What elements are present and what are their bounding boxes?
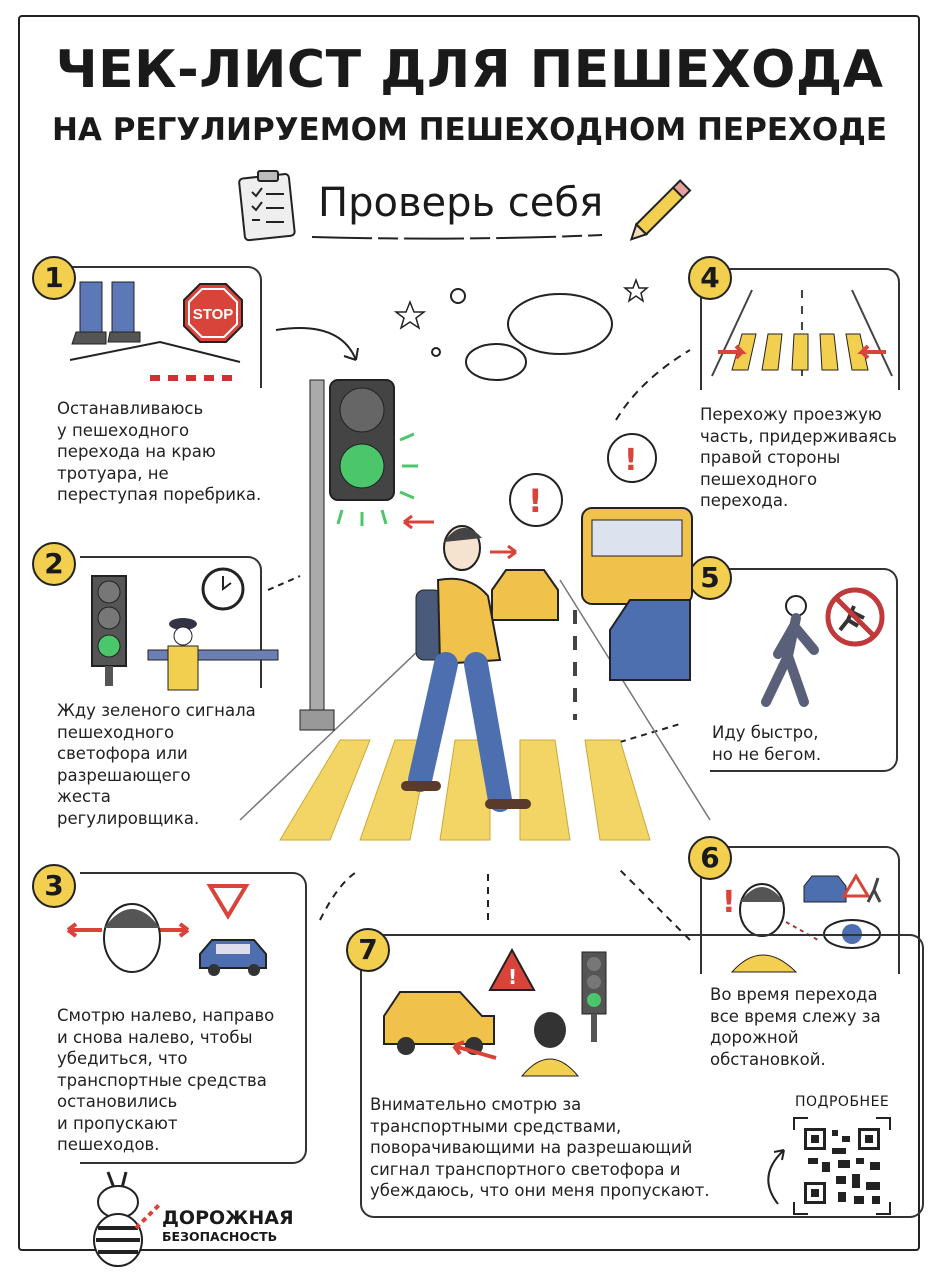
step-2-line: Жду зеленого сигнала (57, 701, 256, 720)
step-7-line: Внимательно смотрю за (370, 1095, 582, 1114)
yield-sign-icon (206, 884, 250, 920)
step-7-frame (360, 934, 924, 1218)
step-7-line: сигнал транспортного светофора и (370, 1159, 681, 1179)
step-7-badge: 7 (346, 928, 390, 972)
step-1-text: Останавливаюсь у пешеходного перехода на… (57, 398, 261, 506)
step-5-line: Иду быстро, (712, 723, 819, 742)
walking-person-illustration (761, 595, 819, 707)
step-6-line: дорожной (710, 1028, 799, 1047)
step-1-line: тротуара, не (57, 463, 169, 483)
step-3-line: и пропускают (57, 1113, 178, 1133)
step-6-badge: 6 (688, 836, 732, 880)
step-3-badge: 3 (32, 864, 76, 908)
curved-arrow-icon (767, 1149, 785, 1205)
step-3-line: пешеходов. (57, 1135, 160, 1154)
vehicle-traffic-light-icon (581, 951, 607, 1042)
tagline-underline (311, 234, 603, 240)
step-3-frame (80, 872, 307, 1164)
qr-label: ПОДРОБНЕЕ (795, 1094, 890, 1110)
step-1-frame (60, 266, 262, 388)
traffic-officer-illustration (147, 618, 279, 691)
step-6-line: обстановкой. (710, 1049, 826, 1069)
step-6-line: все время слежу за (710, 1006, 881, 1026)
step-3-line: Смотрю налево, направо (57, 1006, 275, 1025)
step-5-frame (710, 568, 898, 772)
step-6-line: Во время перехода (710, 985, 878, 1004)
car-icon (199, 939, 267, 976)
step-2-frame (80, 556, 262, 688)
step-4-badge: 4 (688, 256, 732, 300)
step-2-badge: 2 (32, 542, 76, 586)
step-7-line: транспортными средствами, (370, 1116, 622, 1136)
logo-text: ДОРОЖНАЯ БЕЗОПАСНОСТЬ (162, 1208, 294, 1245)
step-4-text: Перехожу проезжую часть, придерживаясь п… (700, 404, 897, 512)
clipboard-icon (238, 170, 296, 242)
step-1-badge: 1 (32, 256, 76, 300)
central-crossing-scene: ! ! (239, 277, 711, 941)
step-3-line: убедиться, что (57, 1049, 188, 1068)
svg-text:!: ! (722, 885, 736, 920)
step-4-line: пешеходного (700, 469, 818, 489)
step-7-text: Внимательно смотрю за транспортными сред… (370, 1094, 710, 1202)
step-5-text: Иду быстро, но не бегом. (712, 722, 821, 765)
svg-text:!: ! (528, 482, 543, 520)
poster-frame (18, 15, 920, 1251)
step-4-line: правой стороны (700, 448, 841, 467)
step-5-line: но не бегом. (712, 744, 822, 764)
step-2-text: Жду зеленого сигнала пешеходного светофо… (57, 700, 256, 829)
step-2-line: жеста (57, 787, 111, 806)
step-1-line: Останавливаюсь (57, 399, 204, 418)
qr-code[interactable] (792, 1116, 892, 1216)
step-3-text: Смотрю налево, направо и снова налево, ч… (57, 1005, 274, 1156)
step-2-line: пешеходного (57, 722, 175, 742)
stop-sign-text: STOP (193, 306, 234, 323)
tagline: Проверь себя (318, 180, 604, 226)
svg-text:!: ! (624, 443, 638, 478)
no-running-sign-icon (825, 587, 885, 647)
clock-icon (201, 567, 245, 611)
step-1-line: у пешеходного (57, 420, 190, 440)
step-2-line: регулировщика. (57, 808, 200, 828)
pedestrian-traffic-light-icon (91, 575, 127, 686)
step-4-line: Перехожу проезжую (700, 405, 882, 424)
step-3-line: и снова налево, чтобы (57, 1027, 253, 1047)
zebra-mascot-logo (93, 1171, 162, 1267)
crosswalk-keep-right-illustration (711, 289, 893, 377)
step-4-line: перехода. (700, 491, 789, 510)
step-5-badge: 5 (688, 556, 732, 600)
pencil-icon (629, 179, 692, 241)
step-3-line: транспортные средства (57, 1070, 267, 1090)
poster-title: ЧЕК-ЛИСТ ДЛЯ ПЕШЕХОДА (55, 40, 884, 100)
logo-line-1: ДОРОЖНАЯ (162, 1207, 294, 1229)
step-4-frame (700, 268, 900, 390)
step-1-line: переступая поребрика. (57, 485, 262, 504)
step-4-line: часть, придерживаясь (700, 426, 897, 446)
step-1-line: перехода на краю (57, 442, 216, 461)
step-7-line: поворачивающими на разрешающий (370, 1138, 693, 1157)
step-6-text: Во время перехода все время слежу за дор… (710, 984, 881, 1070)
stop-sign-icon: STOP (183, 283, 243, 343)
poster-subtitle: НА РЕГУЛИРУЕМОМ ПЕШЕХОДНОМ ПЕРЕХОДЕ (51, 112, 888, 148)
speech-bubbles (431, 288, 613, 381)
turning-car-illustration: ! (383, 947, 580, 1077)
logo-line-2: БЕЗОПАСНОСТЬ (162, 1229, 278, 1244)
feet-at-curb-illustration (69, 281, 241, 381)
step-2-line: светофора или (57, 744, 188, 763)
svg-text:!: ! (508, 965, 517, 989)
boy-looking-around-illustration (66, 903, 190, 973)
step-7-line: убеждаюсь, что они меня пропускают. (370, 1181, 710, 1200)
step-2-line: разрешающего (57, 765, 191, 785)
step-3-line: остановились (57, 1092, 178, 1111)
step-6-frame (700, 846, 900, 974)
